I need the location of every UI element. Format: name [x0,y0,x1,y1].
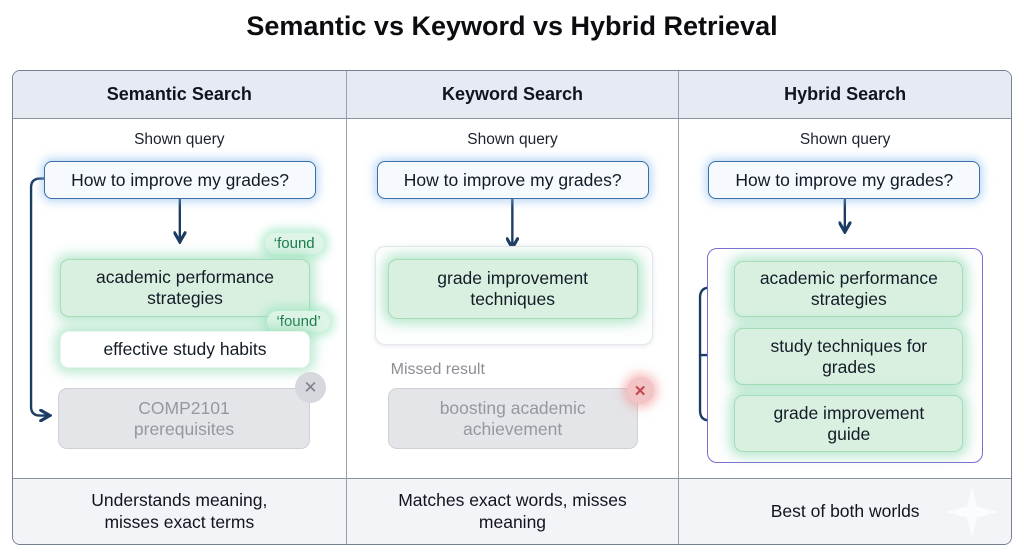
x-glyph: ✕ [633,382,647,400]
missed-result-box: COMP2101 prerequisites [58,388,310,449]
shown-query-label: Shown query [134,131,225,148]
found-tag: ‘found [264,233,324,254]
comparison-table: Semantic Search Keyword Search Hybrid Se… [12,70,1012,545]
found-result-text: grade improvement guide [773,402,925,444]
summary-text: Matches exact words, misses meaning [398,489,627,532]
x-icon: ✕ [295,372,326,403]
shown-query-label: Shown query [467,131,558,148]
semantic-summary: Understands meaning, misses exact terms [13,478,346,544]
found-result-box: grade improvement guide [734,395,964,452]
keyword-column-body: Shown query How to improve my grades? gr… [345,119,679,478]
query-box: How to improve my grades? [376,161,649,199]
missed-result-box: boosting academic achievement [387,388,638,449]
sparkle-icon [945,486,998,538]
found-result-text: academic performance strategies [759,268,938,309]
x-glyph: ✕ [303,377,318,397]
found-result-text: grade improvement techniques [437,268,589,309]
missed-result-label: Missed result [390,361,485,378]
hybrid-column-body: Shown query How to improve my grades? ac… [678,119,1011,478]
summary-text: Understands meaning, misses exact terms [91,489,268,532]
found-result-box: study techniques for grades [734,328,964,385]
found-result-text: academic performance strategies [96,267,274,308]
missed-x-icon: ✕ [626,377,654,404]
shown-query-label: Shown query [799,131,891,148]
found-result-box: effective study habits [60,331,310,368]
found-result-box: grade improvement techniques [387,259,638,319]
semantic-column-body: Shown query How to improve my grades? ‘f… [13,119,346,478]
found-result-text: effective study habits [103,339,267,359]
found-result-box: academic performance strategies [734,261,964,317]
missed-result-text: COMP2101 prerequisites [133,397,235,439]
found-result-text: study techniques for grades [770,335,928,377]
summary-text: Best of both worlds [770,500,920,521]
keyword-summary: Matches exact words, misses meaning [345,478,679,544]
query-box: How to improve my grades? [708,161,981,199]
query-box: How to improve my grades? [44,161,316,199]
page-title: Semantic vs Keyword vs Hybrid Retrieval [246,11,778,41]
found-result-box: academic performance strategies [60,259,310,317]
header-semantic-search: Semantic Search [13,71,346,119]
found-tag: ‘found’ [267,311,330,332]
missed-result-text: boosting academic achievement [439,397,586,439]
hybrid-summary: Best of both worlds [678,478,1011,544]
header-hybrid-search: Hybrid Search [678,71,1011,119]
header-keyword-search: Keyword Search [345,71,679,119]
